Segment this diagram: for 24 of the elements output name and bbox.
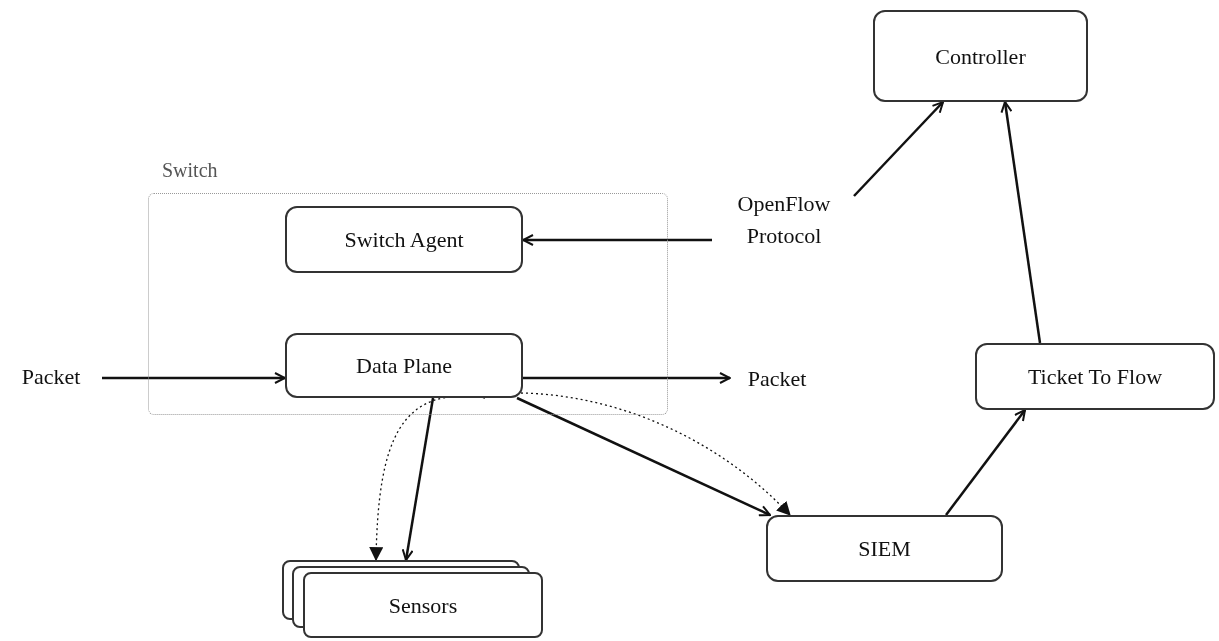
text-label: Packet: [730, 362, 824, 396]
node-label: Controller: [935, 42, 1026, 71]
process-box: [975, 343, 1215, 410]
arrow: [369, 395, 486, 562]
arrow: [522, 234, 712, 246]
arrow: [945, 409, 1026, 516]
text-label: OpenFlow Protocol: [712, 186, 856, 254]
process-box: [873, 10, 1088, 102]
arrow: [523, 372, 731, 384]
node-label: Data Plane: [356, 352, 452, 380]
text-label: Packet: [6, 360, 96, 394]
node-label: Switch Agent: [344, 226, 464, 254]
arrow: [1000, 101, 1042, 344]
node-label: Sensors: [388, 591, 458, 620]
arrow: [401, 397, 435, 561]
node-label: Ticket To Flow: [1027, 363, 1163, 391]
arrow: [853, 101, 944, 197]
process-box: [766, 515, 1003, 582]
process-box: [285, 206, 523, 273]
group-heading: Switch: [162, 158, 218, 183]
stacked-boxes: [282, 560, 543, 638]
process-box: [285, 333, 523, 398]
arrow: [102, 372, 286, 384]
node-label: SIEM: [858, 535, 911, 563]
